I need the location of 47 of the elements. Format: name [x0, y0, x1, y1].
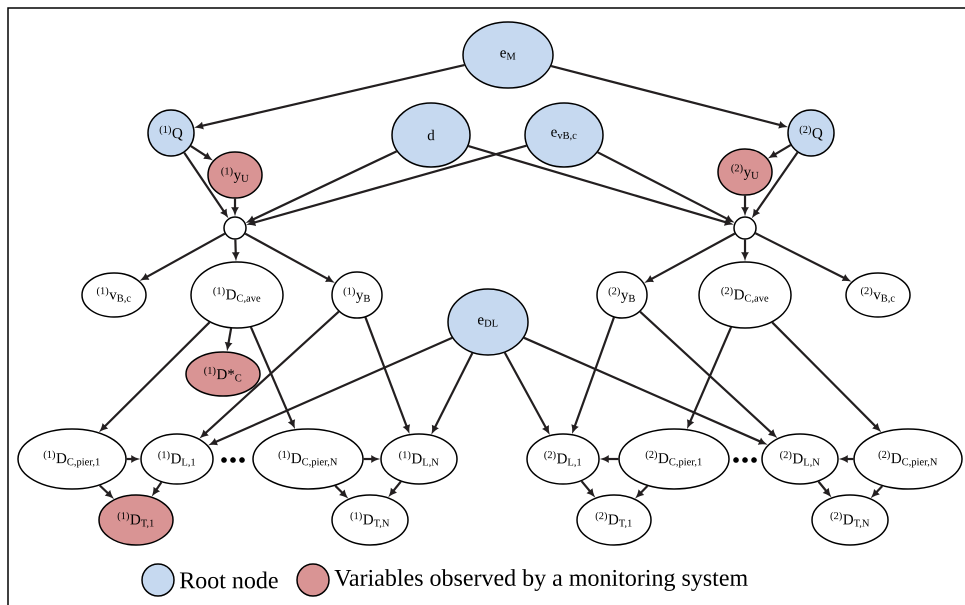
- arrow: [364, 456, 378, 462]
- arrow: [771, 322, 880, 431]
- arrow: [248, 144, 527, 226]
- arrow: [200, 310, 340, 438]
- arrow: [636, 485, 648, 498]
- arrow: [755, 232, 850, 282]
- arrow: [841, 456, 854, 462]
- arrow: [210, 336, 452, 446]
- legend-label: Root node: [180, 572, 278, 588]
- arrow: [524, 336, 766, 445]
- arrow: [687, 326, 732, 428]
- arrow: [580, 480, 594, 496]
- arrow: [602, 456, 618, 462]
- arrow: [572, 317, 615, 432]
- arrow: [770, 144, 792, 158]
- arrow: [141, 232, 226, 280]
- arrow: [639, 310, 776, 437]
- arrow: [550, 65, 786, 128]
- arrow: [872, 485, 884, 497]
- arrow: [248, 150, 398, 223]
- arrow: [183, 152, 228, 217]
- arrow: [99, 484, 113, 498]
- arrow: [364, 317, 410, 432]
- arrow: [126, 456, 138, 462]
- arrow: [742, 196, 748, 214]
- arrow: [742, 240, 748, 259]
- arrow: [646, 232, 736, 282]
- legend-label: Variables observed by a monitoring system: [334, 569, 748, 591]
- arrow: [389, 481, 402, 496]
- arrow: [196, 64, 465, 129]
- arrow: [597, 151, 733, 222]
- arrow: [334, 485, 347, 498]
- arrow: [752, 152, 798, 217]
- arrow: [250, 326, 295, 428]
- arrow: [100, 322, 210, 431]
- junction-circle: [733, 216, 757, 240]
- arrow: [232, 240, 239, 259]
- arrow: [468, 145, 732, 226]
- arrow: [225, 328, 232, 350]
- arrow: [190, 145, 212, 160]
- arrow: [818, 480, 830, 496]
- arrow: [432, 352, 474, 433]
- arrow: [232, 198, 238, 214]
- junction-circle: [223, 216, 247, 240]
- arrow: [244, 232, 333, 282]
- arrow: [152, 482, 162, 495]
- arrow: [504, 352, 550, 434]
